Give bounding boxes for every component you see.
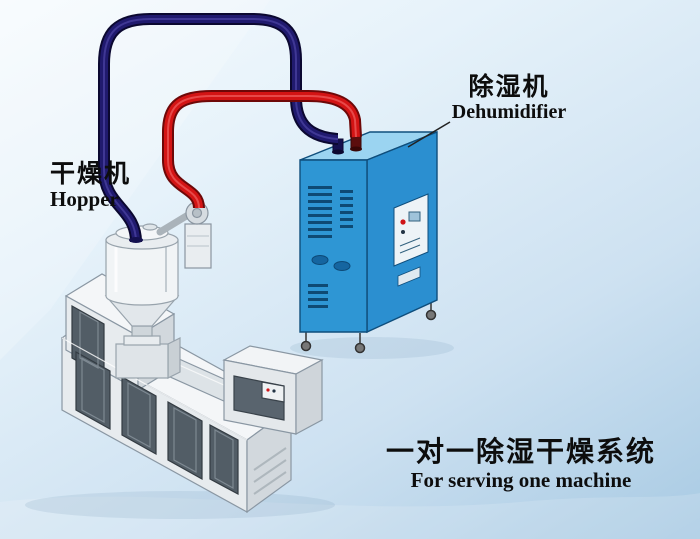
label-system-title-en: For serving one machine (410, 468, 632, 493)
hopper-dryer (104, 223, 180, 346)
supply-air-pipe-red (162, 90, 362, 209)
dehumidifier-pointer-line (407, 121, 451, 148)
label-dehumidifier-cn: 除湿机 (468, 72, 550, 101)
blower-filter-unit (156, 201, 212, 269)
label-hopper-dryer-en: Hopper (50, 187, 119, 211)
label-system-title-cn: 一对一除湿干燥系统 (385, 435, 656, 468)
dehumidifier-cabinet (299, 130, 438, 354)
hopper-pedestal (115, 337, 181, 379)
pipe-collars (129, 146, 362, 243)
return-air-pipe-navy (98, 13, 343, 243)
front-louvers (308, 186, 353, 308)
extruder-machine (60, 273, 324, 514)
control-panel (393, 193, 429, 287)
label-system-title: 一对一除湿干燥系统 For serving one machine (383, 436, 659, 493)
label-hopper-dryer-cn: 干燥机 (50, 159, 132, 188)
machine-door-panels (71, 304, 239, 496)
casters (300, 301, 437, 354)
label-dehumidifier-en: Dehumidifier (451, 101, 567, 123)
machine-door-inner (79, 310, 234, 490)
label-dehumidifier: 除湿机 Dehumidifier (443, 72, 575, 124)
label-hopper-dryer: 干燥机 Hopper (50, 160, 190, 212)
